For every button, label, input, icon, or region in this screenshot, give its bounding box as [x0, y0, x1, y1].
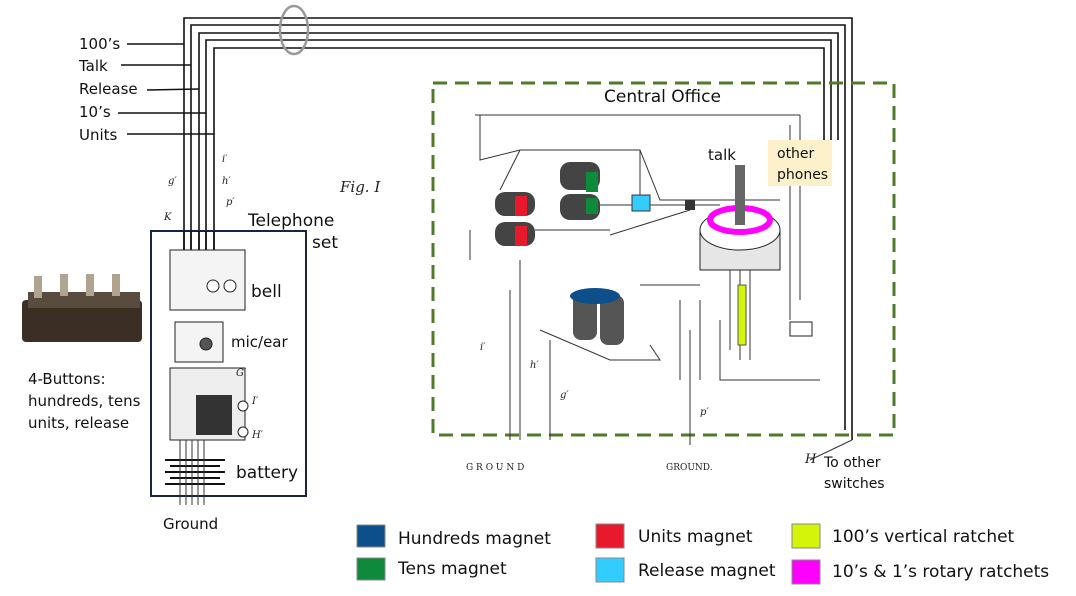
telephone-set-border — [150, 230, 307, 497]
patent-letter: G′ — [236, 368, 247, 379]
telephone-set — [150, 230, 307, 505]
to-other-switches-label: To other — [823, 455, 881, 471]
wire-label-release: Release — [79, 80, 138, 98]
legend-swatch-tens — [356, 557, 386, 581]
patent-letter: g′ — [560, 390, 569, 401]
patent-letter: p′ — [700, 407, 709, 418]
legend-label: Tens magnet — [397, 559, 507, 579]
patent-letter: H′ — [251, 430, 264, 441]
legend-swatch-release — [595, 557, 625, 583]
patent-letter: i′ — [480, 342, 486, 353]
ground-center-label: GROUND. — [666, 463, 713, 473]
legend-swatch-vertical-ratchet — [791, 523, 821, 549]
mic-ear-box — [174, 321, 224, 363]
buttons-caption: hundreds, tens — [28, 392, 141, 410]
legend-label: Hundreds magnet — [398, 529, 551, 549]
central-office-border — [431, 81, 896, 437]
battery-label: battery — [236, 463, 298, 483]
legend-label: Units magnet — [638, 527, 753, 547]
four-buttons-photo — [22, 274, 142, 342]
ground-label: Ground — [163, 515, 218, 533]
wire-label-talk: Talk — [78, 57, 108, 75]
legend-swatch-hundreds — [356, 524, 386, 548]
patent-letter: h′ — [530, 360, 539, 371]
switch-mechanism — [469, 114, 820, 445]
legend-label: Release magnet — [638, 561, 776, 581]
trunk-wires — [183, 17, 853, 461]
wire-label-units: Units — [79, 126, 118, 144]
mic-ear-label: mic/ear — [231, 333, 289, 351]
wire-bundle-highlight — [278, 4, 310, 56]
patent-letter: p′ — [226, 197, 235, 208]
legend-swatch-units — [595, 523, 625, 549]
wire-label-pointers — [118, 43, 214, 135]
legend: Hundreds magnet Tens magnet Units magnet… — [356, 523, 1049, 585]
other-phones-box — [768, 140, 832, 186]
bell-label: bell — [251, 282, 282, 302]
talk-label: talk — [708, 146, 736, 164]
patent-letter: H — [804, 452, 817, 467]
telephone-set-title: Telephone — [247, 211, 334, 231]
other-phones-label: other — [777, 146, 815, 162]
patent-letter: i′ — [222, 154, 228, 165]
wire-label-tens: 10’s — [79, 103, 111, 121]
patent-letter: I′ — [251, 396, 259, 407]
figure-label: Fig. I — [339, 178, 381, 196]
patent-letter: g′ — [168, 176, 177, 187]
legend-label: 10’s & 1’s rotary ratchets — [832, 562, 1049, 582]
to-other-switches-label-2: switches — [824, 476, 885, 492]
bell-box — [169, 249, 246, 311]
buttons-caption: 4-Buttons: — [28, 370, 106, 388]
wire-label-hundreds: 100’s — [79, 35, 120, 53]
legend-swatch-rotary-ratchets — [791, 559, 821, 585]
patent-letter: K — [163, 212, 172, 223]
other-phones-label-2: phones — [777, 167, 828, 183]
patent-letter: h′ — [222, 176, 231, 187]
telephone-set-title-2: set — [312, 233, 338, 253]
central-office-title: Central Office — [604, 87, 721, 107]
legend-label: 100’s vertical ratchet — [832, 527, 1015, 547]
ground-left-label: G R O U N D — [466, 463, 524, 473]
buttons-caption: units, release — [28, 414, 129, 432]
